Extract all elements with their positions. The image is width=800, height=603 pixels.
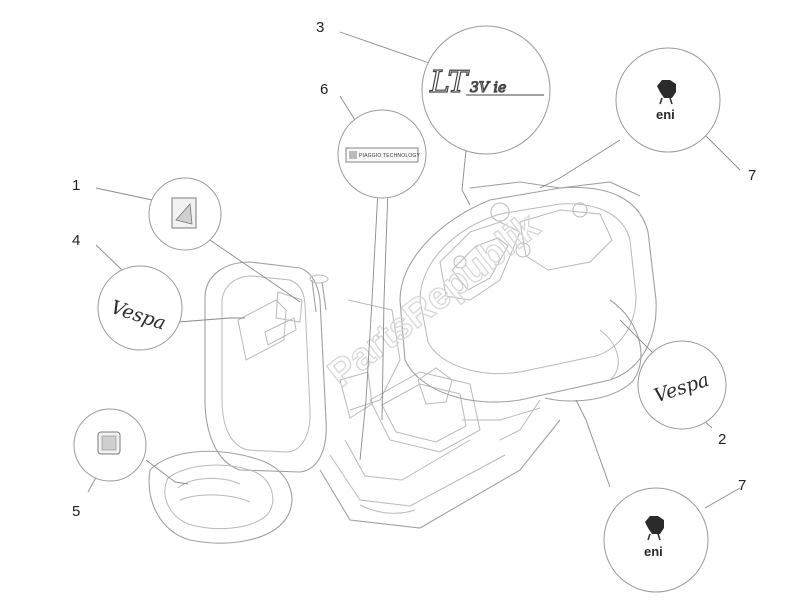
eni-dog-icon [657,80,676,105]
callout-5: 5 [72,503,80,520]
plate-text: PIAGGIO TECHNOLOGY [359,153,420,159]
lt-logo-suffix: 3V ie [470,80,506,96]
bubble-frame [421,25,551,155]
callout-2: 2 [718,431,726,448]
bubble-frame [615,47,721,153]
part-bubble-4[interactable]: Vespa [97,265,183,351]
part-bubble-3[interactable]: LT 3V ie [421,25,551,155]
part-bubble-2[interactable]: Vespa [637,340,727,430]
piaggio-plate [345,147,419,163]
part-bubble-6[interactable]: PIAGGIO TECHNOLOGY [337,109,427,199]
leader-lines [87,31,741,509]
watermark: PartsRepublik [320,204,548,395]
callout-7-top: 7 [748,167,756,184]
callout-1: 1 [72,177,80,194]
callout-7-bottom: 7 [738,477,746,494]
scooter-body-drawing [148,181,657,544]
part-bubble-7-bottom[interactable]: eni [603,487,709,593]
callout-6: 6 [320,81,328,98]
callout-4: 4 [72,232,80,249]
bubble-frame [603,487,709,593]
eni-logo: eni [656,107,675,122]
lt-logo: LT [429,65,469,100]
bubble-frame [637,340,727,430]
eni-dog-icon [645,516,664,541]
callout-3: 3 [316,19,324,36]
eni-logo: eni [644,544,663,559]
part-bubble-5[interactable] [73,408,147,482]
part-bubble-7-top[interactable]: eni [615,47,721,153]
bubble-frame [97,265,183,351]
part-bubble-1[interactable] [148,177,222,251]
